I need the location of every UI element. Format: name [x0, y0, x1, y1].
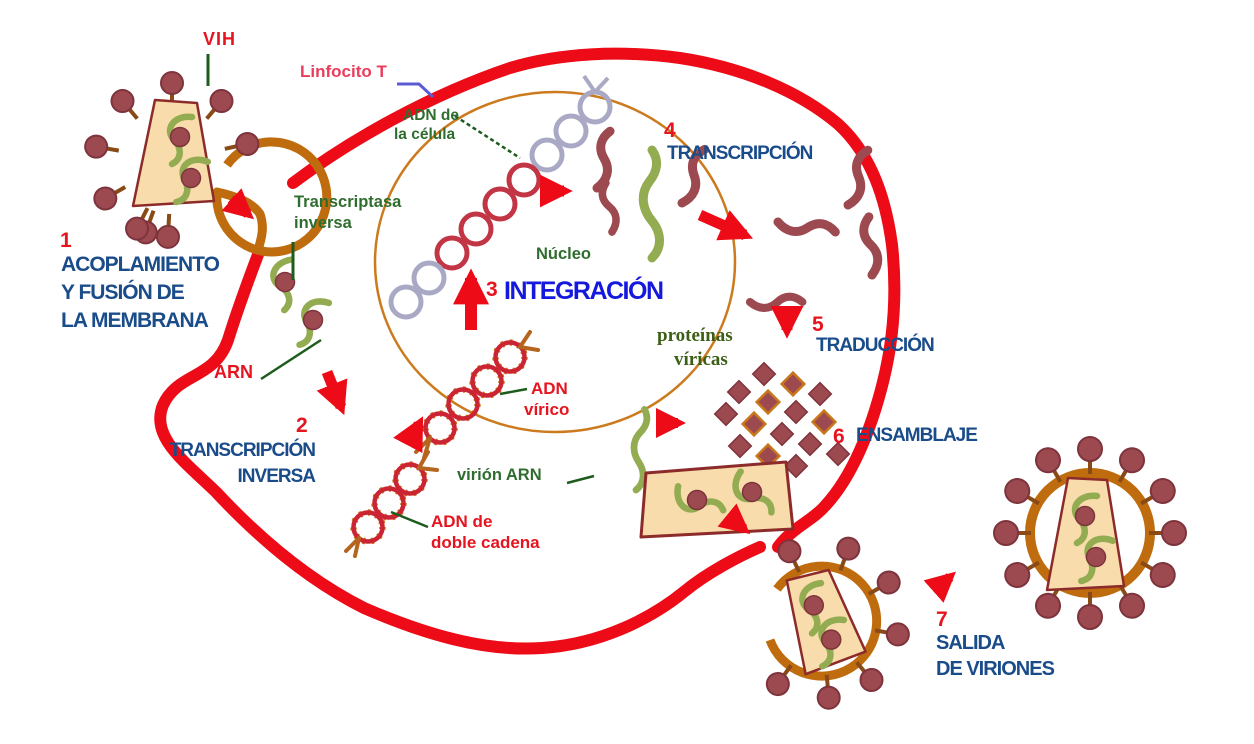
cell-dna-chain	[388, 74, 613, 320]
cell-membrane	[154, 47, 901, 655]
step7-number: 7	[936, 608, 948, 631]
viral-rna-green-nucleus	[643, 150, 659, 258]
arrow-reverse-transcription	[316, 369, 348, 416]
mrna-squiggles-cytoplasm	[750, 148, 880, 309]
hiv-virion-entering	[81, 70, 332, 257]
double-strand-dna-chain	[344, 450, 439, 558]
step5-label: TRADUCCIÓN	[816, 335, 935, 356]
arrow-release	[923, 571, 956, 603]
step2-label: TRANSCRIPCIÓN INVERSA	[169, 440, 316, 487]
viral-capsid	[131, 98, 216, 208]
label-adn-virico: ADN vírico	[524, 379, 570, 420]
arrow-entry	[221, 188, 254, 220]
step1-number: 1	[60, 229, 72, 252]
arrow-budding	[717, 503, 751, 535]
process-arrows	[221, 174, 956, 603]
nuclear-membrane	[373, 90, 737, 434]
adn-doble-line	[390, 510, 429, 529]
label-virion-arn: virión ARN	[457, 466, 542, 484]
step5-number: 5	[812, 313, 824, 336]
label-adn-celula: ADN de la célula	[394, 107, 459, 144]
arrow-into-nucleus	[393, 416, 424, 454]
label-transcriptasa-inversa: Transcriptasa inversa	[294, 193, 402, 232]
step4-number: 4	[664, 119, 676, 142]
linfocito-connector	[397, 82, 435, 99]
viral-envelope-ring	[212, 137, 332, 257]
step3-number: 3	[486, 278, 498, 301]
free-virion	[992, 435, 1188, 631]
adn-virico-line	[499, 387, 528, 396]
step6-number: 6	[833, 425, 845, 448]
assembled-capsid	[639, 460, 795, 539]
label-vih: VIH	[203, 29, 237, 49]
step2-number: 2	[296, 414, 308, 437]
label-nucleo: Núcleo	[536, 245, 592, 263]
virion-arn-line	[566, 474, 595, 485]
label-proteinas-viricas: proteínas víricas	[657, 325, 733, 370]
adn-celula-dashed-line	[454, 114, 521, 160]
label-connectors	[206, 54, 595, 529]
step7-label: SALIDA DE VIRIONES	[936, 632, 1055, 680]
budding-virion	[760, 532, 913, 712]
step6-label: ENSAMBLAJE	[856, 425, 978, 446]
step1-label: ACOPLAMIENTO Y FUSIÓN DE LA MEMBRANA	[61, 253, 220, 332]
step4-label: TRANSCRIPCIÓN	[667, 143, 813, 164]
viral-dna-chain	[414, 330, 540, 460]
label-arn: ARN	[214, 362, 253, 382]
released-rna-units	[270, 259, 329, 349]
arrow-transcription-out	[697, 209, 754, 241]
label-linfocito-t: Linfocito T	[300, 62, 387, 81]
label-adn-doble-cadena: ADN de doble cadena	[431, 512, 540, 553]
arn-line	[260, 338, 322, 381]
step3-label: INTEGRACIÓN	[504, 277, 664, 305]
